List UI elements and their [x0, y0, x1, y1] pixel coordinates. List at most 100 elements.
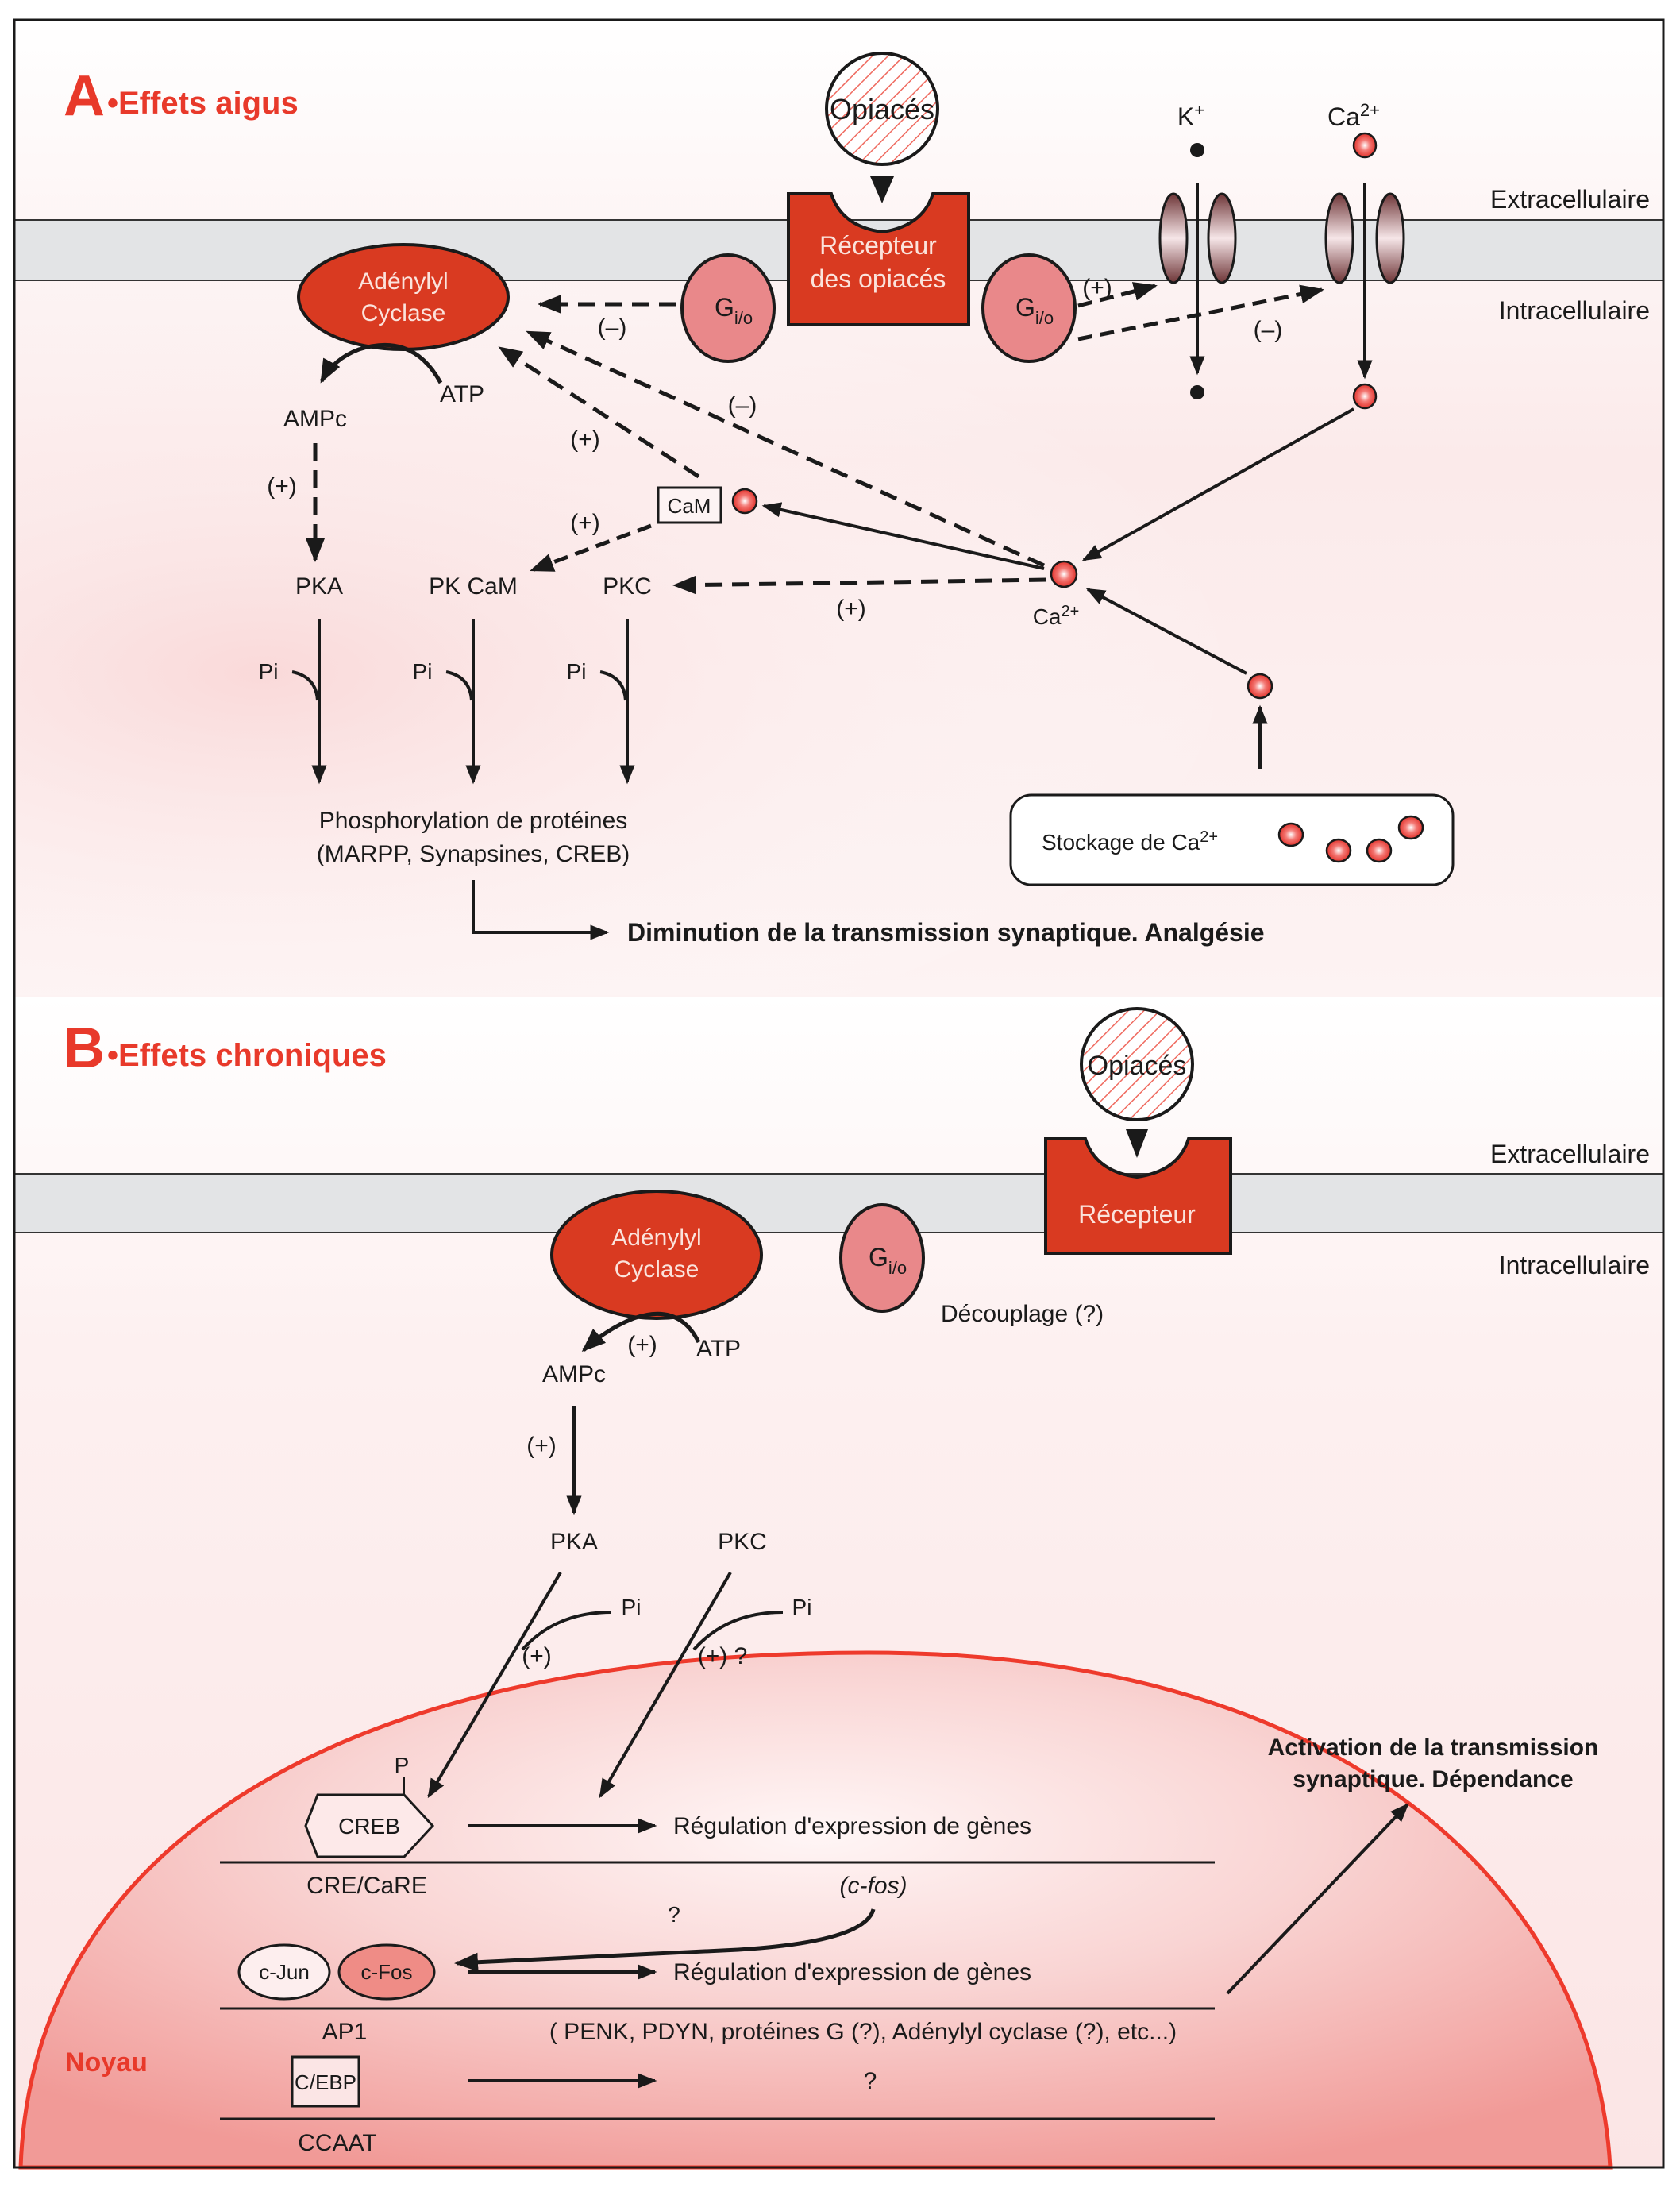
- pi-curve-pkcam: [445, 670, 473, 701]
- pi-label-pkc: Pi: [567, 659, 587, 684]
- ap1-label: AP1: [322, 2019, 368, 2045]
- pi-curve-pka: [291, 670, 319, 701]
- pkc-label-a: PKC: [603, 573, 652, 600]
- atp-label-a: ATP: [440, 381, 484, 407]
- atp-to-ampc-plus-b: (+): [627, 1332, 657, 1358]
- g-to-k-plus: (+): [1082, 275, 1112, 301]
- ampc-label-b: AMPc: [542, 1361, 606, 1387]
- cfos-label: c-Fos: [361, 1960, 413, 1984]
- receptor-label-a-1: Récepteur: [819, 231, 937, 260]
- section-b: B •Effets chroniques Extracellulaire Int…: [14, 1007, 1663, 2170]
- creb-regulation-label: Régulation d'expression de gènes: [673, 1813, 1031, 1839]
- stored-calcium-3: [1366, 838, 1393, 863]
- opioid-receptor-a: [787, 192, 970, 326]
- pi-curve-pkc: [599, 670, 627, 701]
- atp-to-ampc-arrow-a: [319, 342, 443, 384]
- cre-care-label: CRE/CaRE: [306, 1873, 427, 1899]
- ca-influx-to-pool-arrow: [1081, 407, 1354, 561]
- k-channel-right: [1207, 192, 1237, 284]
- nucleus: [18, 1650, 1613, 2170]
- calmodulin-label: CaM: [668, 494, 711, 518]
- opioid-receptor-b: [1044, 1137, 1232, 1255]
- nucleus-label: Noyau: [65, 2047, 148, 2078]
- ap1-regulation-label: Régulation d'expression de gènes: [673, 1959, 1031, 1985]
- stored-calcium-1: [1277, 822, 1304, 847]
- ampc-to-pka-plus-b: (+): [526, 1433, 557, 1459]
- panel-a-glow: [14, 280, 1663, 995]
- ca-channel-right: [1375, 192, 1405, 284]
- receptor-label-b: Récepteur: [1078, 1200, 1196, 1229]
- k-channel-left: [1158, 192, 1189, 284]
- pi-label-pkcam: Pi: [413, 659, 433, 684]
- atp-to-ampc-arrow-b: [581, 1311, 701, 1352]
- k-ion-outside: [1190, 143, 1204, 157]
- phospho-p-label: P: [395, 1753, 410, 1777]
- g-protein-b: [839, 1203, 925, 1313]
- section-b-letter: B: [64, 1017, 105, 1080]
- g-protein-b-label: Gi/o: [869, 1243, 907, 1278]
- adenylyl-label-a-1: Adénylyl: [358, 268, 448, 295]
- ca-ion-inside: [1352, 383, 1378, 410]
- binding-arrow-b: [1126, 1129, 1148, 1158]
- opiates-ligand-a: [825, 52, 939, 166]
- cebp-question: ?: [864, 2068, 877, 2094]
- cfos-to-ap1-arrow: [454, 1908, 876, 1972]
- pkc-nucleus-plus-q: (+) ?: [698, 1643, 748, 1669]
- g-protein-right-label: Gi/o: [1015, 293, 1054, 328]
- target-genes-label: ( PENK, PDYN, protéines G (?), Adénylyl …: [549, 2019, 1177, 2045]
- section-a-title: •Effets aigus: [107, 86, 299, 121]
- creb-label: CREB: [338, 1814, 400, 1839]
- g-to-ca-channel-arrow: [1077, 284, 1324, 341]
- adenylyl-label-b-2: Cyclase: [615, 1256, 699, 1283]
- creb-hexagon: [304, 1793, 435, 1858]
- calcium-storage-box: [1009, 793, 1455, 886]
- pi-curve-pka-b: [521, 1611, 612, 1651]
- opiates-label-a: Opiacés: [830, 93, 934, 125]
- ca-ion-outside: [1352, 132, 1378, 159]
- released-to-pool-arrow: [1085, 588, 1247, 675]
- extracellular-label-b: Extracellulaire: [1490, 1140, 1650, 1168]
- cam-to-adenylyl-arrow: [498, 345, 700, 479]
- cebp-box: [291, 2055, 360, 2108]
- g-to-adenylyl-minus: (–): [598, 314, 627, 341]
- pkc-label-b: PKC: [718, 1529, 767, 1555]
- adenylyl-label-a-2: Cyclase: [361, 300, 446, 326]
- opiates-label-b: Opiacés: [1088, 1051, 1187, 1081]
- cam-to-adenylyl-plus: (+): [570, 426, 600, 453]
- pi-label-pka: Pi: [259, 659, 279, 684]
- ca-channel-left: [1324, 192, 1354, 284]
- outcome-label-b-2: synaptique. Dépendance: [1293, 1766, 1573, 1792]
- calcium-to-pkc-arrow: [672, 575, 1047, 595]
- opiates-ligand-b: [1080, 1007, 1194, 1121]
- released-calcium: [1247, 673, 1273, 700]
- pka-to-creb-arrow: [427, 1571, 562, 1799]
- phosphorylation-label-1: Phosphorylation de protéines: [319, 808, 628, 834]
- calcium-to-cam-arrow: [761, 502, 1045, 570]
- cebp-label: C/EBP: [295, 2070, 356, 2094]
- section-a: A •Effets aigus Extracellulaire Intracel…: [14, 52, 1663, 947]
- pi-curve-pkc-b: [692, 1611, 784, 1651]
- stored-calcium-2: [1325, 838, 1352, 863]
- g-protein-left-label: Gi/o: [715, 293, 753, 328]
- membrane-b: [14, 1174, 1663, 1233]
- phosphorylation-label-2: (MARPP, Synapsines, CREB): [317, 841, 630, 867]
- g-to-ca-minus: (–): [1254, 317, 1283, 343]
- cam-to-pkcam-plus: (+): [570, 510, 600, 536]
- adenylyl-label-b-1: Adénylyl: [611, 1225, 701, 1251]
- section-a-letter: A: [64, 64, 105, 128]
- calcium-to-pkc-plus: (+): [836, 596, 866, 622]
- pkc-to-nucleus-arrow: [599, 1571, 732, 1799]
- pi-label-pkc-b: Pi: [792, 1595, 812, 1619]
- calcium-storage-label: Stockage de Ca2+: [1042, 828, 1218, 855]
- pka-creb-plus: (+): [522, 1643, 552, 1669]
- pka-label-a: PKA: [295, 573, 343, 600]
- outcome-arrow-a: [472, 880, 610, 940]
- outcome-label-a: Diminution de la transmission synaptique…: [627, 918, 1265, 947]
- receptor-label-a-2: des opiacés: [811, 264, 946, 293]
- cjun-protein: [237, 1943, 331, 2001]
- calmodulin-calcium: [731, 488, 758, 515]
- cjun-label: c-Jun: [259, 1960, 310, 1984]
- g-protein-right-a: [981, 253, 1077, 363]
- binding-arrow-a: [870, 176, 894, 203]
- k-ion-inside: [1190, 385, 1204, 399]
